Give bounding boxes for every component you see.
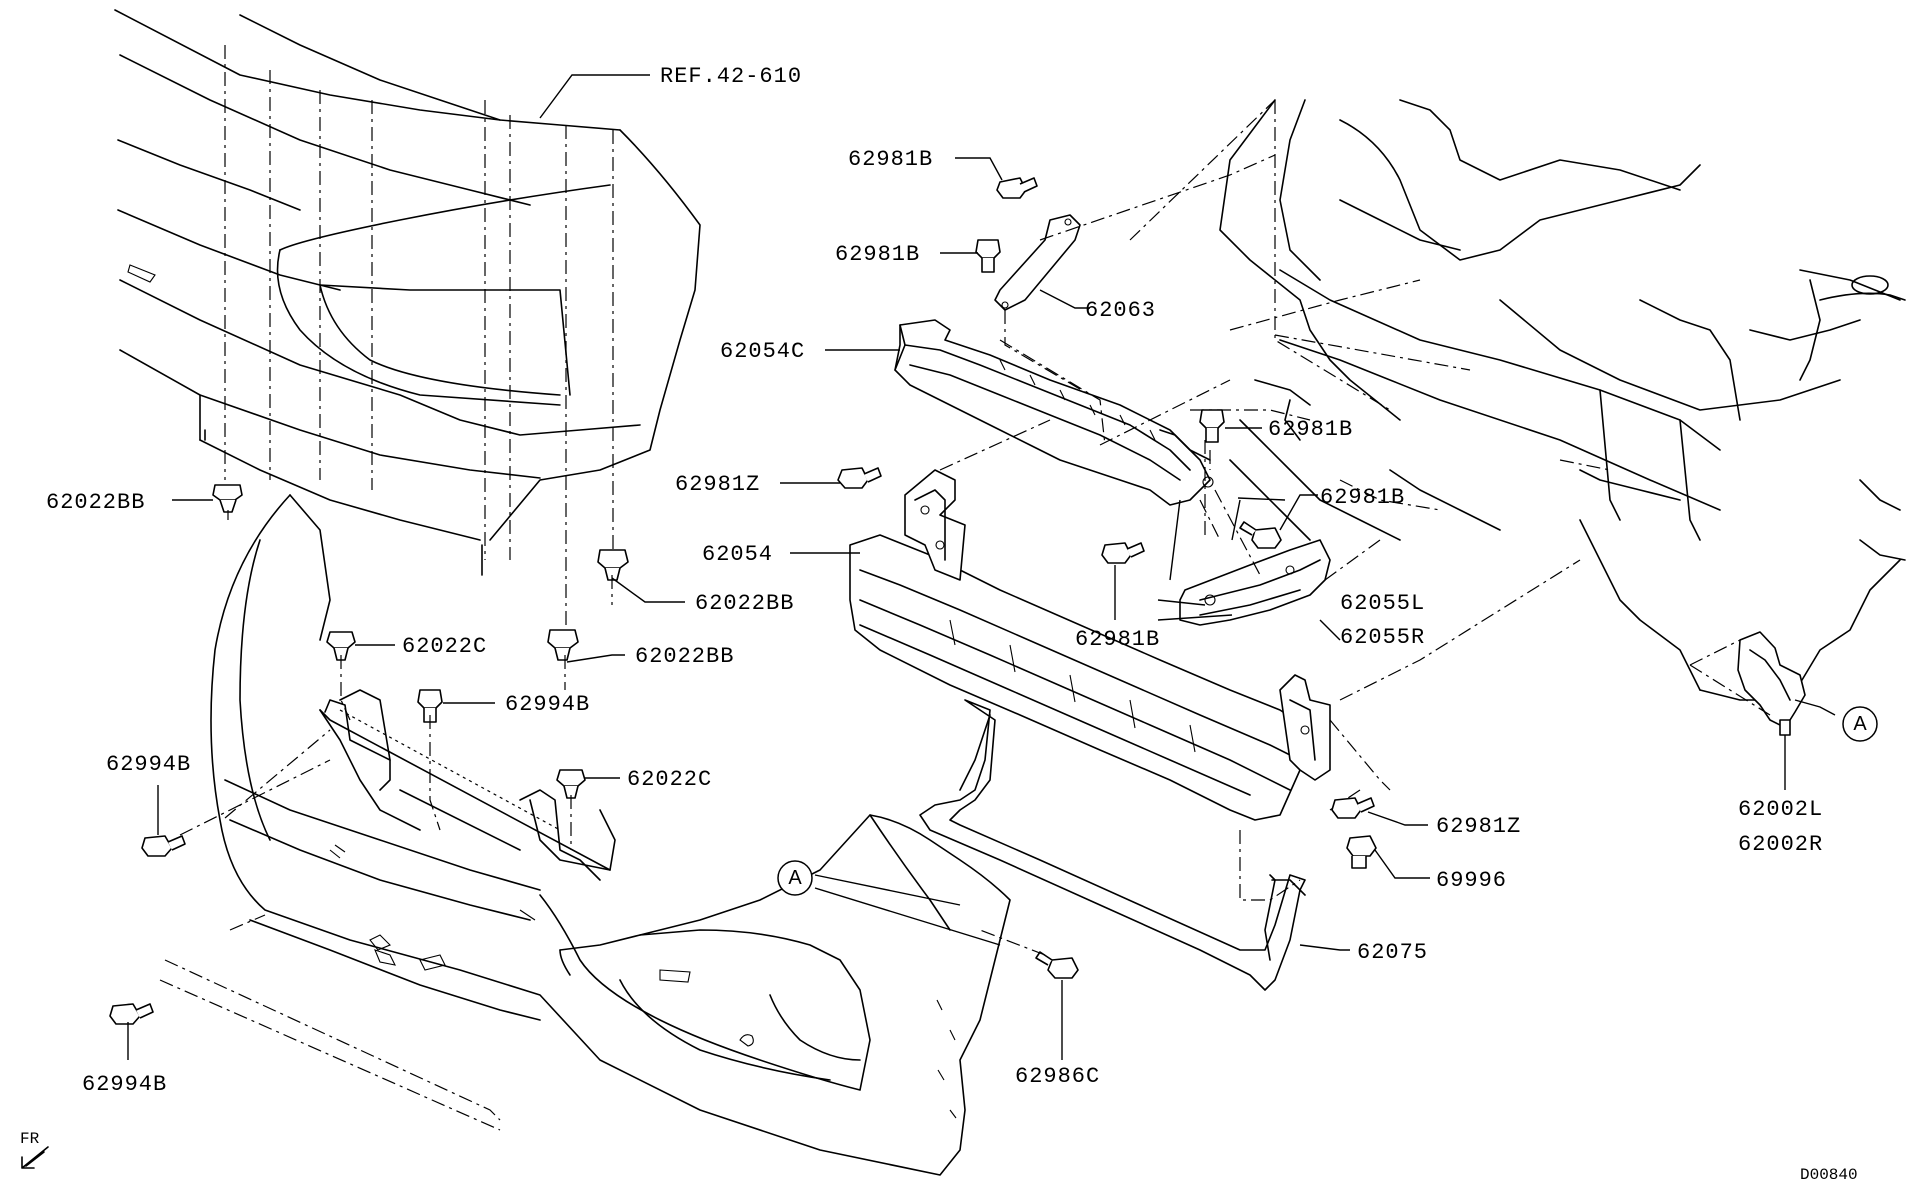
label-62022C-1: 62022C xyxy=(402,634,487,659)
label-62981Z-1: 62981Z xyxy=(675,472,760,497)
label-62022BB-3: 62022BB xyxy=(635,644,734,669)
clip-62022BB-3 xyxy=(547,629,579,661)
bumper-cover xyxy=(159,494,1011,1176)
callout-a-left: A xyxy=(777,860,961,906)
bolt-62981B-2 xyxy=(975,239,1001,273)
bolt-62981B-1 xyxy=(996,177,1038,199)
label-62054C: 62054C xyxy=(720,339,805,364)
chassis-frame xyxy=(1129,99,1906,701)
label-62022BB-1: 62022BB xyxy=(46,490,145,515)
bolt-62981B-4 xyxy=(1239,521,1282,549)
fr-label: FR xyxy=(20,1130,40,1148)
label-62994B-2: 62994B xyxy=(106,752,191,777)
label-62002L: 62002L xyxy=(1738,797,1823,822)
label-62981B-1: 62981B xyxy=(848,147,933,172)
label-62055R: 62055R xyxy=(1340,625,1425,650)
bumper-fasteners xyxy=(109,484,1079,1025)
label-62981B-4: 62981B xyxy=(1320,485,1405,510)
bolt-62994B-3 xyxy=(109,1003,154,1025)
bolt-62981Z-1 xyxy=(837,467,882,489)
bolt-62986C xyxy=(1035,951,1079,979)
label-62981Z-2: 62981Z xyxy=(1436,814,1521,839)
reinforcement-bolts xyxy=(837,177,1806,869)
label-62063: 62063 xyxy=(1085,298,1156,323)
label-62986C: 62986C xyxy=(1015,1064,1100,1089)
label-62981B-2: 62981B xyxy=(835,242,920,267)
label-62994B-3: 62994B xyxy=(82,1072,167,1097)
label-69996: 69996 xyxy=(1436,868,1507,893)
front-reinforcement xyxy=(849,154,1581,991)
callout-a-left-text: A xyxy=(788,867,802,889)
bolt-62981B-3 xyxy=(1199,409,1225,443)
label-62981B-5: 62981B xyxy=(1075,627,1160,652)
clip-62022C-1 xyxy=(326,631,356,661)
nut-69996 xyxy=(1346,835,1377,869)
label-62994B-1: 62994B xyxy=(505,692,590,717)
bolt-62994B-1 xyxy=(417,689,443,723)
label-62022C-2: 62022C xyxy=(627,767,712,792)
diagram-code: D00840 xyxy=(1800,1166,1858,1184)
label-62055L: 62055L xyxy=(1340,591,1425,616)
upper-front-panel xyxy=(114,9,701,630)
label-62054: 62054 xyxy=(702,542,773,567)
label-62002R: 62002R xyxy=(1738,832,1823,857)
front-direction-indicator: FR xyxy=(20,1130,49,1169)
fr-arrow-icon xyxy=(21,1146,49,1169)
bolt-62981B-5 xyxy=(1101,542,1145,564)
callout-a-right: A xyxy=(1842,706,1878,742)
clip-62022BB-2 xyxy=(597,549,629,581)
label-62075: 62075 xyxy=(1357,940,1428,965)
bolt-62994B-2 xyxy=(141,835,186,857)
callout-a-right-text: A xyxy=(1853,713,1867,735)
bracket-62002 xyxy=(1689,631,1806,736)
label-62022BB-2: 62022BB xyxy=(695,591,794,616)
part-labels: REF.42-610 62981B 62981B 62063 62054C 62… xyxy=(46,64,1823,1097)
bolt-62981Z-2 xyxy=(1331,797,1375,819)
label-ref-42-610: REF.42-610 xyxy=(660,64,802,89)
clip-62022C-2 xyxy=(556,769,586,799)
clip-62022BB-1 xyxy=(212,484,243,513)
leader-lines xyxy=(127,74,1836,1060)
label-62981B-3: 62981B xyxy=(1268,417,1353,442)
